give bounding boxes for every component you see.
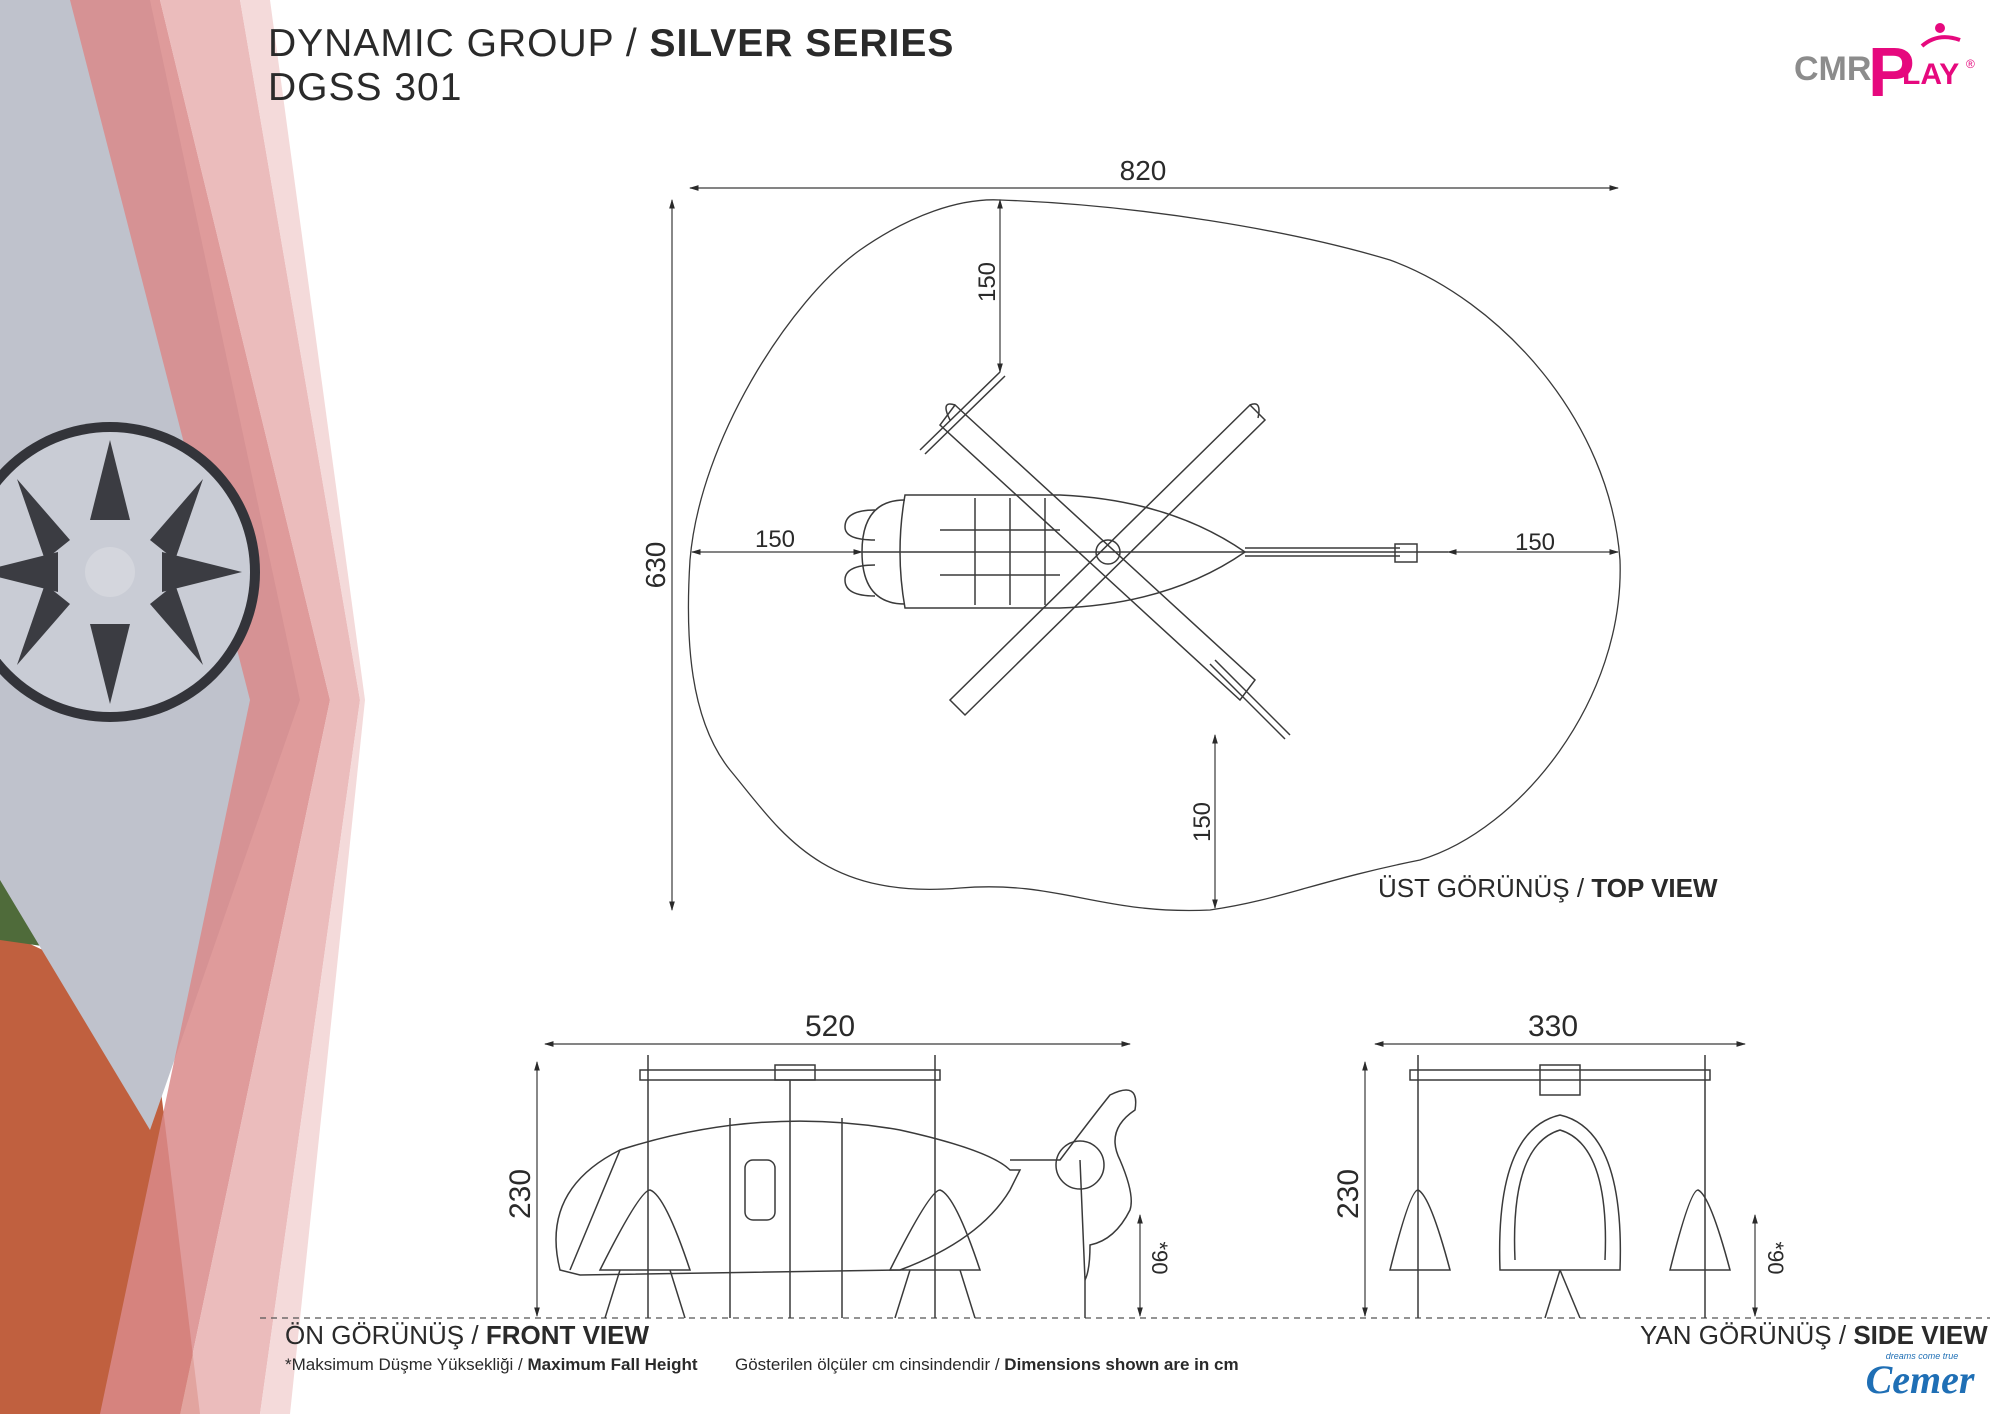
side-view-caption-tr: YAN GÖRÜNÜŞ / [1640,1320,1847,1350]
top-width-label: 820 [1120,155,1167,186]
page-title: DYNAMIC GROUP / SILVER SERIES [268,22,954,66]
front-height-label: 230 [504,1169,537,1219]
fall-height-note-en: Maximum Fall Height [527,1355,698,1374]
svg-text:P: P [1868,33,1915,108]
top-left-clearance-label: 150 [755,526,795,553]
top-height-label: 630 [640,542,671,589]
cmr-play-logo: CMR P LAY ® [1794,23,1975,108]
group-name: DYNAMIC GROUP / [268,22,638,65]
series-name: SILVER SERIES [649,22,955,65]
dimensions-note: Gösterilen ölçüler cm cinsindendir / Dim… [735,1355,1239,1375]
front-view-caption-tr: ÖN GÖRÜNÜŞ / [285,1320,479,1350]
front-view-caption-en: FRONT VIEW [485,1320,650,1350]
side-height-label: 230 [1332,1169,1365,1219]
dimensions-note-tr: Gösterilen ölçüler cm cinsindendir / [735,1355,1000,1374]
side-width-label: 330 [1528,1010,1578,1043]
cemer-name: Cemer [1866,1357,1975,1402]
front-width-label: 520 [805,1010,855,1043]
side-view-caption-en: SIDE VIEW [1853,1320,1988,1350]
product-code: DGSS 301 [268,66,463,109]
front-view [534,1041,1143,1319]
logo-cmr-text: CMR [1794,50,1871,88]
side-fall-height-label: *90 [1763,1241,1788,1274]
top-right-clearance-label: 150 [1515,529,1555,556]
front-view-caption: ÖN GÖRÜNÜŞ / FRONT VIEW [285,1320,649,1351]
side-view-caption: YAN GÖRÜNÜŞ / SIDE VIEW [1640,1320,1988,1351]
top-lower-clearance-label: 150 [1189,802,1216,842]
decorative-side-panel [0,0,380,1414]
spinner-wheel-graphic [0,422,260,722]
svg-text:®: ® [1966,57,1975,71]
fall-height-note: *Maksimum Düşme Yüksekliği / Maximum Fal… [285,1355,698,1375]
side-view [1362,1041,1758,1319]
helicopter-top-drawing [844,371,1448,740]
top-upper-clearance-label: 150 [974,262,1001,302]
logo-lay-text: LAY [1902,58,1959,91]
top-view-caption-en: TOP VIEW [1591,873,1718,903]
top-view-caption-tr: ÜST GÖRÜNÜŞ / [1378,873,1585,903]
top-view [669,185,1621,912]
fall-height-note-tr: *Maksimum Düşme Yüksekliği / [285,1355,523,1374]
dimensions-note-en: Dimensions shown are in cm [1004,1355,1239,1374]
front-fall-height-label: *90 [1147,1241,1172,1274]
cemer-slogan: dreams come true [1886,1351,1959,1361]
top-view-caption: ÜST GÖRÜNÜŞ / TOP VIEW [1378,873,1718,904]
cemer-logo: dreams come true Cemer [1866,1351,1975,1402]
safety-zone-outline [687,199,1621,912]
